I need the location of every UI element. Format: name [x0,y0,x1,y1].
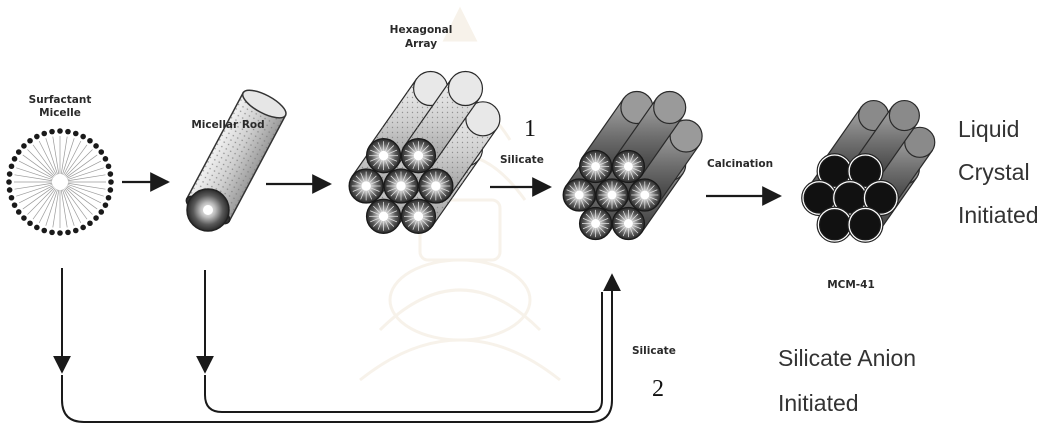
label-hexagonal-array: Hexagonal Array [390,24,453,50]
surfactant-head [98,149,104,155]
svg-text:Crystal: Crystal [958,159,1030,185]
pathway-number-2: 2 [652,376,664,402]
rod-end [820,210,850,240]
surfactant-head [98,209,104,215]
surfactant-head [41,131,47,137]
surfactant-head [57,230,63,236]
surfactant-head [16,209,22,215]
label-liquid-crystal-initiated: Liquid Crystal Initiated [958,116,1039,228]
surfactant-head [80,225,86,231]
surfactant-head [9,163,15,169]
label-calcination: Calcination [707,158,773,170]
svg-text:Initiated: Initiated [778,390,859,416]
surfactant-head [108,187,114,193]
surfactant-head [12,156,18,162]
label-micellar-rod: Micellar Rod [191,119,264,131]
surfactant-head [27,138,33,144]
surfactant-head [93,215,99,221]
surfactant-head [57,128,63,134]
svg-text:Silicate Anion: Silicate Anion [778,345,916,371]
surfactant-head [21,215,27,221]
label-mcm41: MCM-41 [827,279,875,291]
label-silicate-anion-initiated: Silicate Anion Initiated [778,345,916,416]
surfactant-head [49,230,55,236]
micellar-rod-icon [183,85,290,231]
surfactant-head [41,228,47,234]
surfactant-head [80,134,86,140]
surfactant-head [34,225,40,231]
label-silicate-bottom: Silicate [632,345,676,357]
surfactant-head [16,149,22,155]
surfactant-head [103,156,109,162]
mcm41-pores-icon [802,101,935,243]
surfactant-head [9,195,15,201]
rod-end [850,210,880,240]
surfactant-head [103,202,109,208]
surfactant-head [106,195,112,201]
surfactant-head [93,143,99,149]
surfactant-head [108,171,114,177]
surfactant-head [49,129,55,135]
surfactant-head [7,187,13,193]
svg-text:Liquid: Liquid [958,116,1019,142]
surfactant-head [87,220,93,226]
surfactant-head [65,129,71,135]
surfactant-head [87,138,93,144]
label-surfactant-micelle: Surfactant Micelle [29,94,92,119]
svg-text:Micelle: Micelle [39,107,81,119]
svg-text:Array: Array [405,38,437,50]
label-silicate-top: Silicate [500,154,544,166]
surfactant-head [108,179,114,185]
surfactant-micelle-icon [6,128,114,236]
surfactant-head [34,134,40,140]
hexagonal-array-icon [349,72,500,234]
pathway-number-1: 1 [524,116,536,142]
svg-text:Surfactant: Surfactant [29,94,92,106]
svg-text:Initiated: Initiated [958,202,1039,228]
silicate-coated-array-icon [563,91,702,239]
surfactant-head [73,131,79,137]
surfactant-head [65,230,71,236]
surfactant-head [12,202,18,208]
surfactant-head [73,228,79,234]
surfactant-head [106,163,112,169]
svg-text:Hexagonal: Hexagonal [390,24,453,36]
surfactant-head [6,179,12,185]
surfactant-head [21,143,27,149]
surfactant-head [7,171,13,177]
surfactant-head [27,220,33,226]
